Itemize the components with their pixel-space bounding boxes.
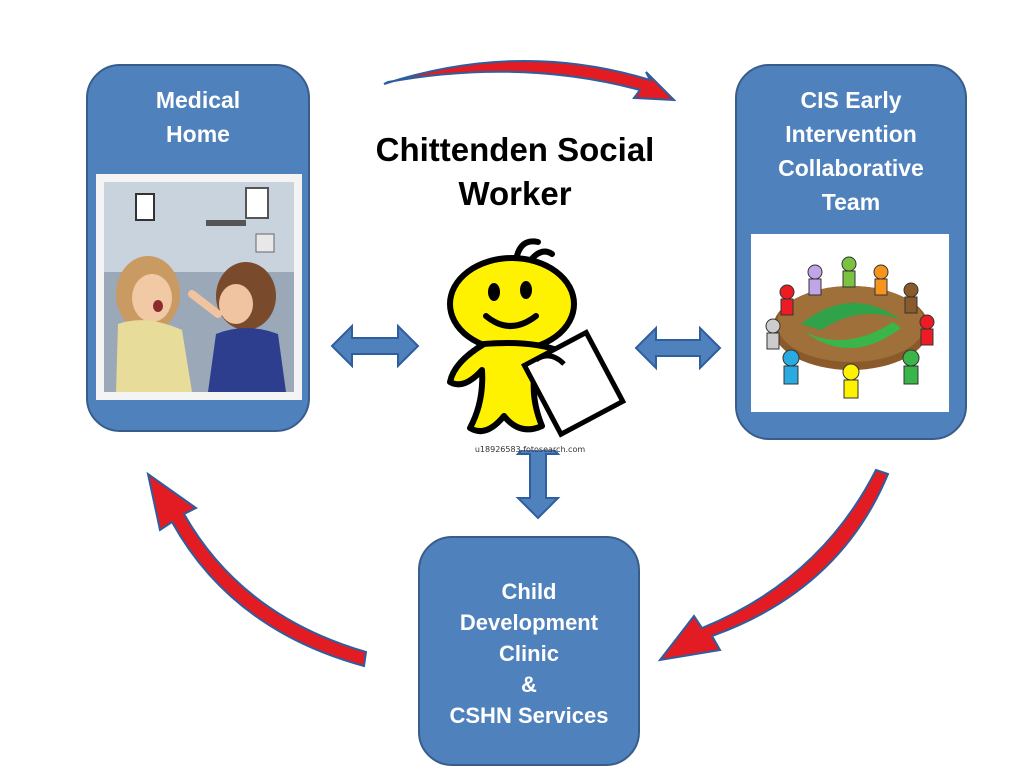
watermark-text: u18926583 fotosearch.com: [474, 445, 586, 454]
cis-team-label: CIS Early Intervention Collaborative Tea…: [778, 87, 924, 215]
child-development-clinic-box: Child Development Clinic & CSHN Services: [418, 536, 640, 766]
cis-team-box: CIS Early Intervention Collaborative Tea…: [735, 64, 967, 440]
cycle-arrow-left: [146, 471, 368, 668]
double-arrow-left: [330, 323, 420, 369]
team-meeting-illustration: [751, 234, 949, 412]
medical-home-box: Medical Home: [86, 64, 310, 432]
child-development-clinic-label: Child Development Clinic & CSHN Services: [449, 579, 609, 728]
yellow-mascot-with-document-icon: [424, 232, 634, 450]
cycle-arrow-top: [383, 59, 677, 102]
double-arrow-right: [634, 325, 722, 371]
double-arrow-down: [515, 432, 561, 520]
cycle-arrow-right: [657, 468, 890, 662]
center-title: Chittenden Social Worker: [375, 131, 655, 212]
medical-home-label: Medical Home: [155, 87, 241, 147]
children-exam-photo: [96, 174, 302, 400]
